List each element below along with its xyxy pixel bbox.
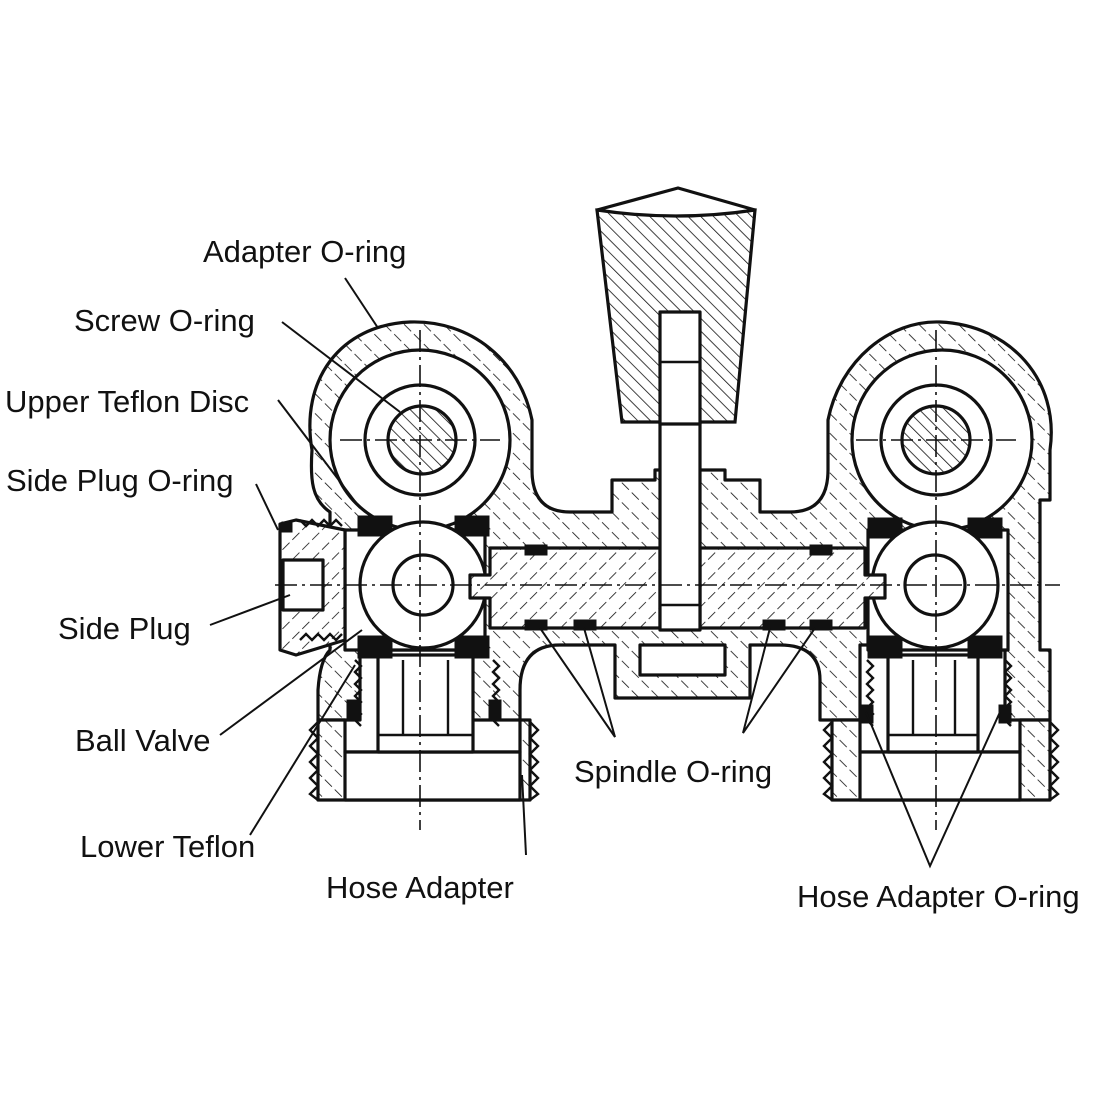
- left-flow-port: [376, 653, 475, 754]
- left-hose-adapter-oring-b: [488, 699, 502, 721]
- label-side-plug-oring: Side Plug O-ring: [6, 463, 233, 498]
- leader-screw-oring: [281, 321, 401, 413]
- right-outer-thread: [822, 721, 834, 801]
- label-upper-teflon-disc: Upper Teflon Disc: [5, 384, 249, 419]
- handle-knob: [595, 186, 757, 426]
- leader-ball-valve: [219, 629, 363, 736]
- spindle-oring-1: [524, 619, 548, 631]
- label-lower-teflon: Lower Teflon: [80, 829, 255, 864]
- handle-top-cap: [595, 186, 757, 218]
- leader-side-plug-oring: [255, 483, 279, 531]
- left-lower-teflon-b: [454, 635, 490, 659]
- label-screw-oring: Screw O-ring: [74, 303, 255, 338]
- spindle-oring-4: [809, 619, 833, 631]
- left-upper-teflon-disc-a: [357, 515, 393, 537]
- leader-side-plug: [209, 594, 291, 626]
- leader-lower-teflon: [249, 664, 356, 836]
- left-inner-thread-a: [353, 659, 363, 727]
- label-adapter-oring: Adapter O-ring: [203, 234, 406, 269]
- left-lower-teflon-a: [357, 635, 393, 659]
- side-plug-upper-thread: [299, 518, 343, 528]
- left-hose-adapter-oring-a: [346, 699, 360, 721]
- right-outer-thread-right: [1048, 721, 1060, 801]
- centerlines: [275, 330, 1060, 830]
- label-spindle-oring: Spindle O-ring: [574, 754, 772, 789]
- right-lower-teflon-a: [867, 635, 903, 659]
- right-hose-adapter-oring-b: [998, 704, 1012, 724]
- left-outer-thread: [308, 721, 320, 801]
- spindle-oring-3: [762, 619, 786, 631]
- callout-labels: Adapter O-ring Screw O-ring Upper Teflon…: [5, 234, 1080, 914]
- label-hose-adapter-oring: Hose Adapter O-ring: [797, 879, 1080, 914]
- leader-hose-adapter: [521, 774, 527, 856]
- side-plug-lower-thread: [299, 632, 343, 642]
- left-hose-bore: [343, 750, 522, 802]
- label-hose-adapter: Hose Adapter: [326, 870, 514, 905]
- leader-lines: [209, 277, 1001, 869]
- right-upper-teflon-disc-b: [967, 517, 1003, 539]
- label-ball-valve: Ball Valve: [75, 723, 211, 758]
- left-outer-thread-right: [528, 721, 540, 801]
- leader-spindle-oring-right: [742, 627, 816, 734]
- spindle-top-oring-right: [809, 544, 833, 556]
- spindle-top-oring-left: [524, 544, 548, 556]
- right-lower-teflon-b: [967, 635, 1003, 659]
- right-flow-port: [886, 653, 980, 754]
- leader-spindle-oring-left: [539, 627, 616, 738]
- leader-hose-adapter-oring: [865, 711, 1001, 869]
- label-side-plug: Side Plug: [58, 611, 191, 646]
- leader-upper-teflon-disc: [277, 399, 361, 509]
- right-hose-bore: [858, 750, 1022, 802]
- handle-threaded-socket: [658, 310, 702, 426]
- right-upper-teflon-disc-a: [867, 517, 903, 539]
- leader-adapter-oring: [344, 277, 379, 329]
- side-plug-oring-seal: [281, 521, 293, 533]
- spindle-lower-cavity: [638, 643, 727, 677]
- left-upper-teflon-disc-b: [454, 515, 490, 537]
